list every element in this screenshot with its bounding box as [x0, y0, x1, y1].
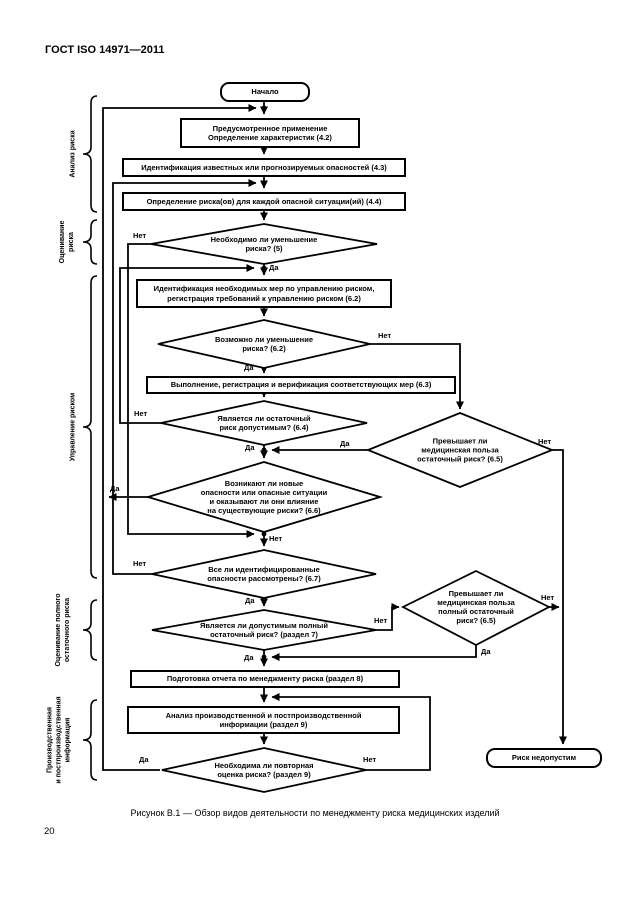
- label-yes-d65b: Да: [481, 647, 491, 656]
- bracket-overall: [82, 599, 98, 661]
- label-no-d7: Нет: [374, 616, 388, 625]
- label-no-d66: Нет: [269, 534, 283, 543]
- node-risk-unacceptable: Риск недопустим: [486, 748, 602, 768]
- node-control-measures: Идентификация необходимых мер по управле…: [136, 279, 392, 308]
- edge-d62-no: [370, 343, 464, 410]
- bracket-control: [82, 275, 98, 579]
- label-yes-d67: Да: [245, 596, 255, 605]
- diamond-5-shape: [150, 223, 378, 265]
- node-postproduction-analysis: Анализ производственной и постпроизводст…: [127, 706, 400, 734]
- edge-d5-no: [127, 243, 255, 538]
- figure-caption: Рисунок В.1 — Обзор видов деятельности п…: [130, 808, 500, 818]
- edge-d64-no: [119, 264, 255, 424]
- label-no-d65b: Нет: [541, 593, 555, 602]
- label-no-d64: Нет: [134, 409, 148, 418]
- label-yes-d5: Да: [269, 263, 279, 272]
- edge-d9-yes: [102, 104, 257, 771]
- flowchart-diamonds: [144, 223, 555, 793]
- diamond-7-shape: [151, 609, 377, 651]
- label-yes-d66: Да: [110, 484, 120, 493]
- stage-label-production-information: Производственная и постпроизводственная …: [46, 696, 72, 784]
- diamond-62-shape: [157, 319, 371, 369]
- edge-d65b-yes: [271, 645, 477, 661]
- label-yes-d9: Да: [139, 755, 149, 764]
- node-risk-report: Подготовка отчета по менеджменту риска (…: [130, 670, 400, 688]
- page-number: 20: [44, 826, 55, 837]
- document-header: ГОСТ ISO 14971—2011: [45, 44, 165, 56]
- stage-label-overall-residual-risk: Оценивание полного остаточного риска: [54, 593, 71, 667]
- node-implementation: Выполнение, регистрация и верификация со…: [146, 376, 456, 394]
- label-no-d5: Нет: [133, 231, 147, 240]
- edge-d9-no: [271, 693, 431, 771]
- junction-dots: [261, 105, 267, 700]
- diamond-9-shape: [161, 747, 367, 793]
- bracket-analysis: [82, 95, 98, 213]
- bracket-production: [82, 699, 98, 781]
- label-no-d65a: Нет: [538, 437, 552, 446]
- label-no-d9: Нет: [363, 755, 377, 764]
- edge-d67-no: [112, 179, 257, 575]
- stage-brackets: [82, 95, 98, 781]
- label-yes-d65a: Да: [340, 439, 350, 448]
- label-yes-d64: Да: [245, 443, 255, 452]
- stage-label-risk-analysis: Анализ риска: [69, 130, 77, 178]
- stage-label-risk-control: Управление риском: [69, 392, 77, 462]
- node-risk-estimation: Определение риска(ов) для каждой опасной…: [122, 192, 406, 211]
- label-no-d62: Нет: [378, 331, 392, 340]
- stage-label-risk-evaluation: Оценивание риска: [58, 220, 75, 264]
- edge-d65a-no: [552, 449, 567, 745]
- label-no-d67: Нет: [133, 559, 147, 568]
- label-yes-d7: Да: [244, 653, 254, 662]
- diamond-66-shape: [144, 461, 384, 533]
- edge-d7-no: [376, 603, 400, 631]
- diamond-67-shape: [151, 549, 377, 599]
- diamond-65a-shape: [365, 412, 555, 488]
- diamond-65b-shape: [401, 569, 551, 647]
- flowchart-edges: [102, 102, 567, 771]
- node-hazard-identification: Идентификация известных или прогнозируем…: [122, 158, 406, 177]
- node-intended-use: Предусмотренное применение Определение х…: [180, 118, 360, 148]
- bracket-evaluation: [82, 219, 98, 265]
- label-yes-d62: Да: [244, 363, 254, 372]
- diamond-64-shape: [160, 400, 368, 446]
- node-start: Начало: [220, 82, 310, 102]
